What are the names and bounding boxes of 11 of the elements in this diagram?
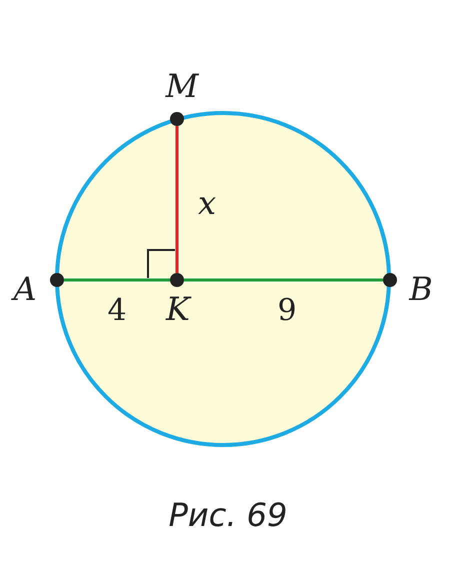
line-segment (176, 126, 178, 273)
line-segment (64, 278, 170, 282)
edge-label: 4 (107, 296, 127, 326)
point-label: K (166, 293, 190, 325)
point-label: B (409, 273, 433, 305)
point-label: A (13, 273, 37, 305)
edge-label: 9 (277, 296, 297, 326)
line-segment (184, 278, 383, 282)
point-label: M (166, 70, 198, 102)
figure-caption: Рис. 69 (168, 499, 288, 531)
edge-label: x (198, 187, 216, 219)
